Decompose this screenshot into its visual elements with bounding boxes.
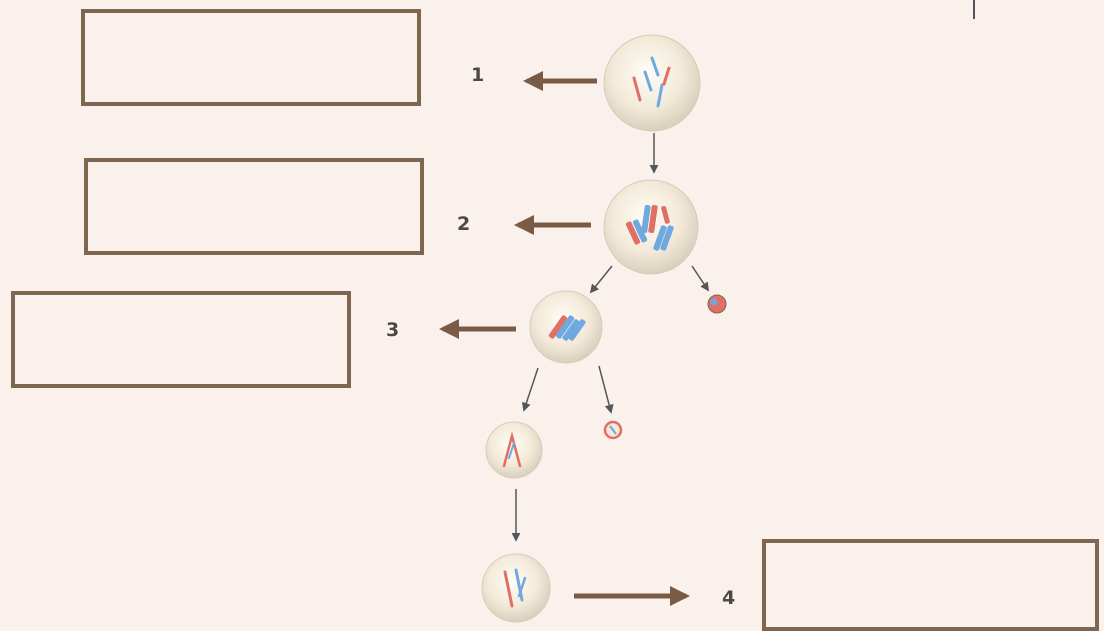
cell-1: [603, 34, 701, 132]
polar-body-2: [603, 420, 623, 440]
final-cell: [481, 553, 551, 623]
cell-2: [603, 179, 699, 275]
cell-4: [485, 421, 543, 479]
thin-arrow-3-to-cell: [522, 367, 539, 412]
thin-arrow-2-to-polar-body: [691, 265, 709, 292]
answer-box-2[interactable]: [84, 158, 424, 255]
step-label-3: 3: [386, 319, 400, 341]
thin-arrow-2-to-3: [589, 265, 613, 294]
answer-box-4[interactable]: [762, 539, 1099, 631]
step-label-1: 1: [471, 64, 485, 86]
step-label-2: 2: [457, 213, 471, 235]
answer-box-3[interactable]: [11, 291, 351, 388]
step-label-4: 4: [722, 587, 736, 609]
answer-box-1[interactable]: [81, 9, 421, 106]
polar-body-1: [707, 294, 727, 314]
cell-3: [529, 290, 603, 364]
thin-arrow-3-to-polar-body: [598, 365, 614, 414]
